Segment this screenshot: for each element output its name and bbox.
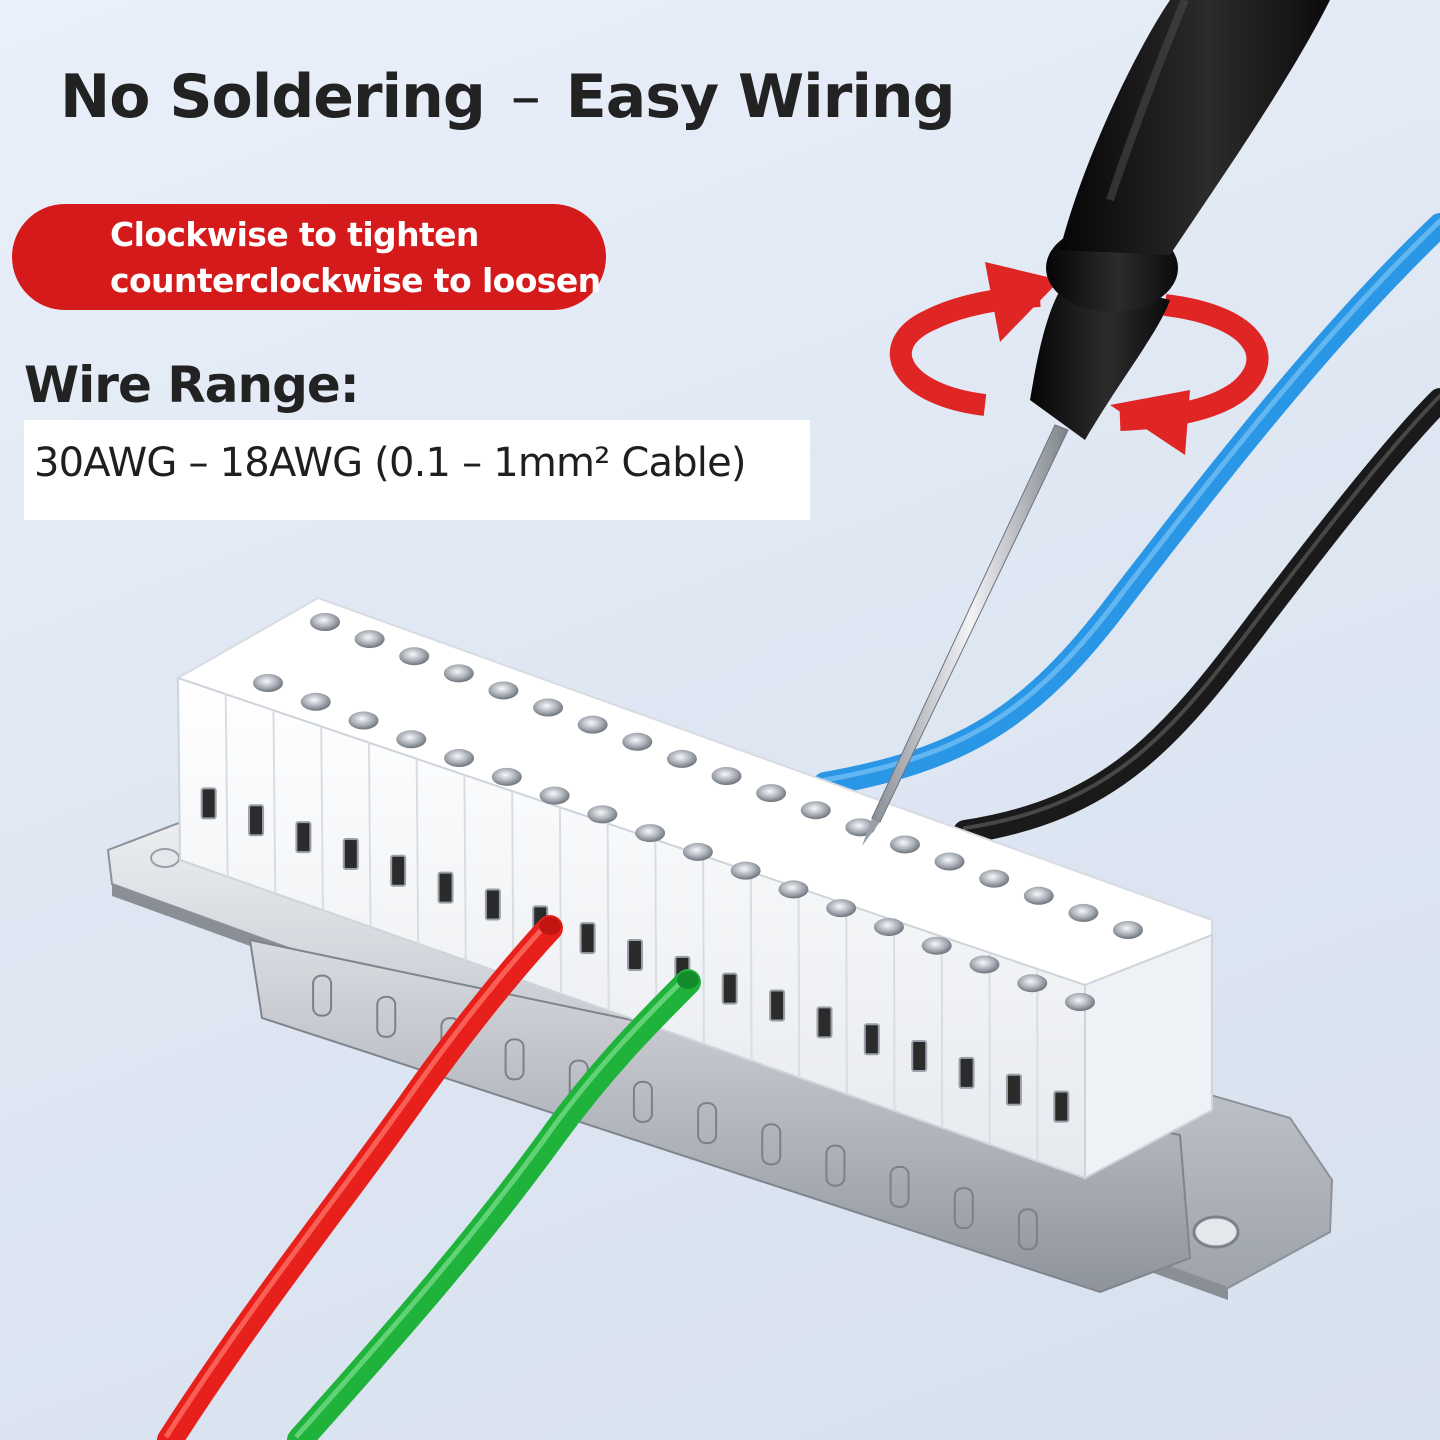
wire-slot [627,939,643,971]
terminal-screw [1017,974,1048,993]
instruction-badge: Clockwise to tighten counterclockwise to… [12,204,606,310]
shell-pin-slot [761,1123,782,1166]
ridge-line [272,710,277,894]
ridge-line [845,904,848,1095]
terminal-screw [921,936,952,955]
green-wire [287,969,701,1440]
shell-pin-slot [632,1080,653,1123]
terminal-screw [539,786,570,805]
ridge-line [702,855,705,1045]
wire-slot [721,972,738,1005]
shell-pin-slot [376,995,397,1038]
terminal-screw [1068,903,1099,922]
instruction-line-2: counterclockwise to loosen [110,261,601,300]
terminal-screw [969,955,1000,974]
terminal-screw [979,869,1010,888]
terminal-screw [354,630,385,649]
terminal-screws [253,613,1143,1011]
wire-slot [437,871,454,904]
wire-range-value: 30AWG – 18AWG (0.1 – 1mm² Cable) [24,420,810,520]
ridge-line [320,726,324,911]
wire-slot [200,787,217,820]
ridge-line [749,871,753,1061]
ridge-line [797,888,801,1078]
screwdriver-icon [862,0,1330,846]
wire-slot [911,1040,928,1073]
shell-pin-slot [697,1102,718,1145]
black-wire [953,388,1440,844]
terminal-screw [934,852,965,871]
terminal-screw [253,674,283,692]
mounting-hole [1192,1215,1240,1249]
terminal-screw [778,880,809,899]
terminal-screw [666,749,697,768]
headline-separator: – [510,62,541,132]
shell-pin-slot [1017,1208,1038,1251]
headline-right: Easy Wiring [565,62,956,132]
terminal-screw [1023,886,1054,905]
terminal-screw [577,715,608,734]
terminal-screw [348,711,379,730]
ridge-line [224,694,229,877]
terminal-screw [491,767,522,786]
terminal-screw [889,835,920,854]
wire-slot [816,1006,833,1039]
terminal-screw [310,613,340,631]
terminal-screw [444,749,475,768]
ridge-line [415,758,420,944]
wire-slot [342,837,359,870]
terminal-screw [488,681,519,700]
shell-pin-slot [504,1038,525,1081]
terminal-screw [756,784,787,803]
terminal-screw [826,899,857,918]
terminal-screw [399,647,430,666]
terminal-screw [800,801,831,820]
ridge-line [463,774,467,961]
shell-pin-slot [953,1187,974,1230]
wire-slot [390,854,407,887]
headline-left: No Soldering [60,62,486,132]
wire-slot [1005,1073,1022,1106]
ridge-line [511,791,515,978]
ridge-line [367,742,372,927]
terminal-screw [635,824,666,843]
terminal-ridges [224,694,1039,1162]
mounting-hole-left [150,848,180,868]
wire-slot [295,821,312,854]
terminal-screw [682,842,713,861]
red-wire [157,915,563,1440]
terminal-screw [711,767,742,785]
wire-slot [769,989,786,1022]
ridge-line [606,823,610,1011]
shell-pin-slot [825,1144,846,1187]
terminal-screw [443,664,474,683]
headline: No Soldering–Easy Wiring [60,62,956,132]
instruction-line-1: Clockwise to tighten [110,215,479,254]
terminal-screw [533,698,564,717]
wire-slot [579,922,596,955]
terminal-screw [873,917,904,936]
terminal-block-side [1084,933,1213,1180]
wire-slot [863,1023,880,1056]
wire-slot [484,888,501,921]
terminal-screw [622,732,653,751]
terminal-screw [396,730,427,749]
terminal-screw [1065,993,1095,1011]
wire-slot [1053,1090,1070,1123]
shell-pin-slot [889,1165,910,1208]
wire-slot [958,1056,975,1089]
terminal-screw [730,861,761,880]
wire-range-title: Wire Range: [24,356,360,414]
shell-pin-slot [312,974,333,1017]
terminal-screw [300,692,331,711]
terminal-screw [587,805,618,824]
ridge-line [558,807,563,994]
wire-slot [248,804,265,837]
terminal-screw [1113,921,1143,939]
